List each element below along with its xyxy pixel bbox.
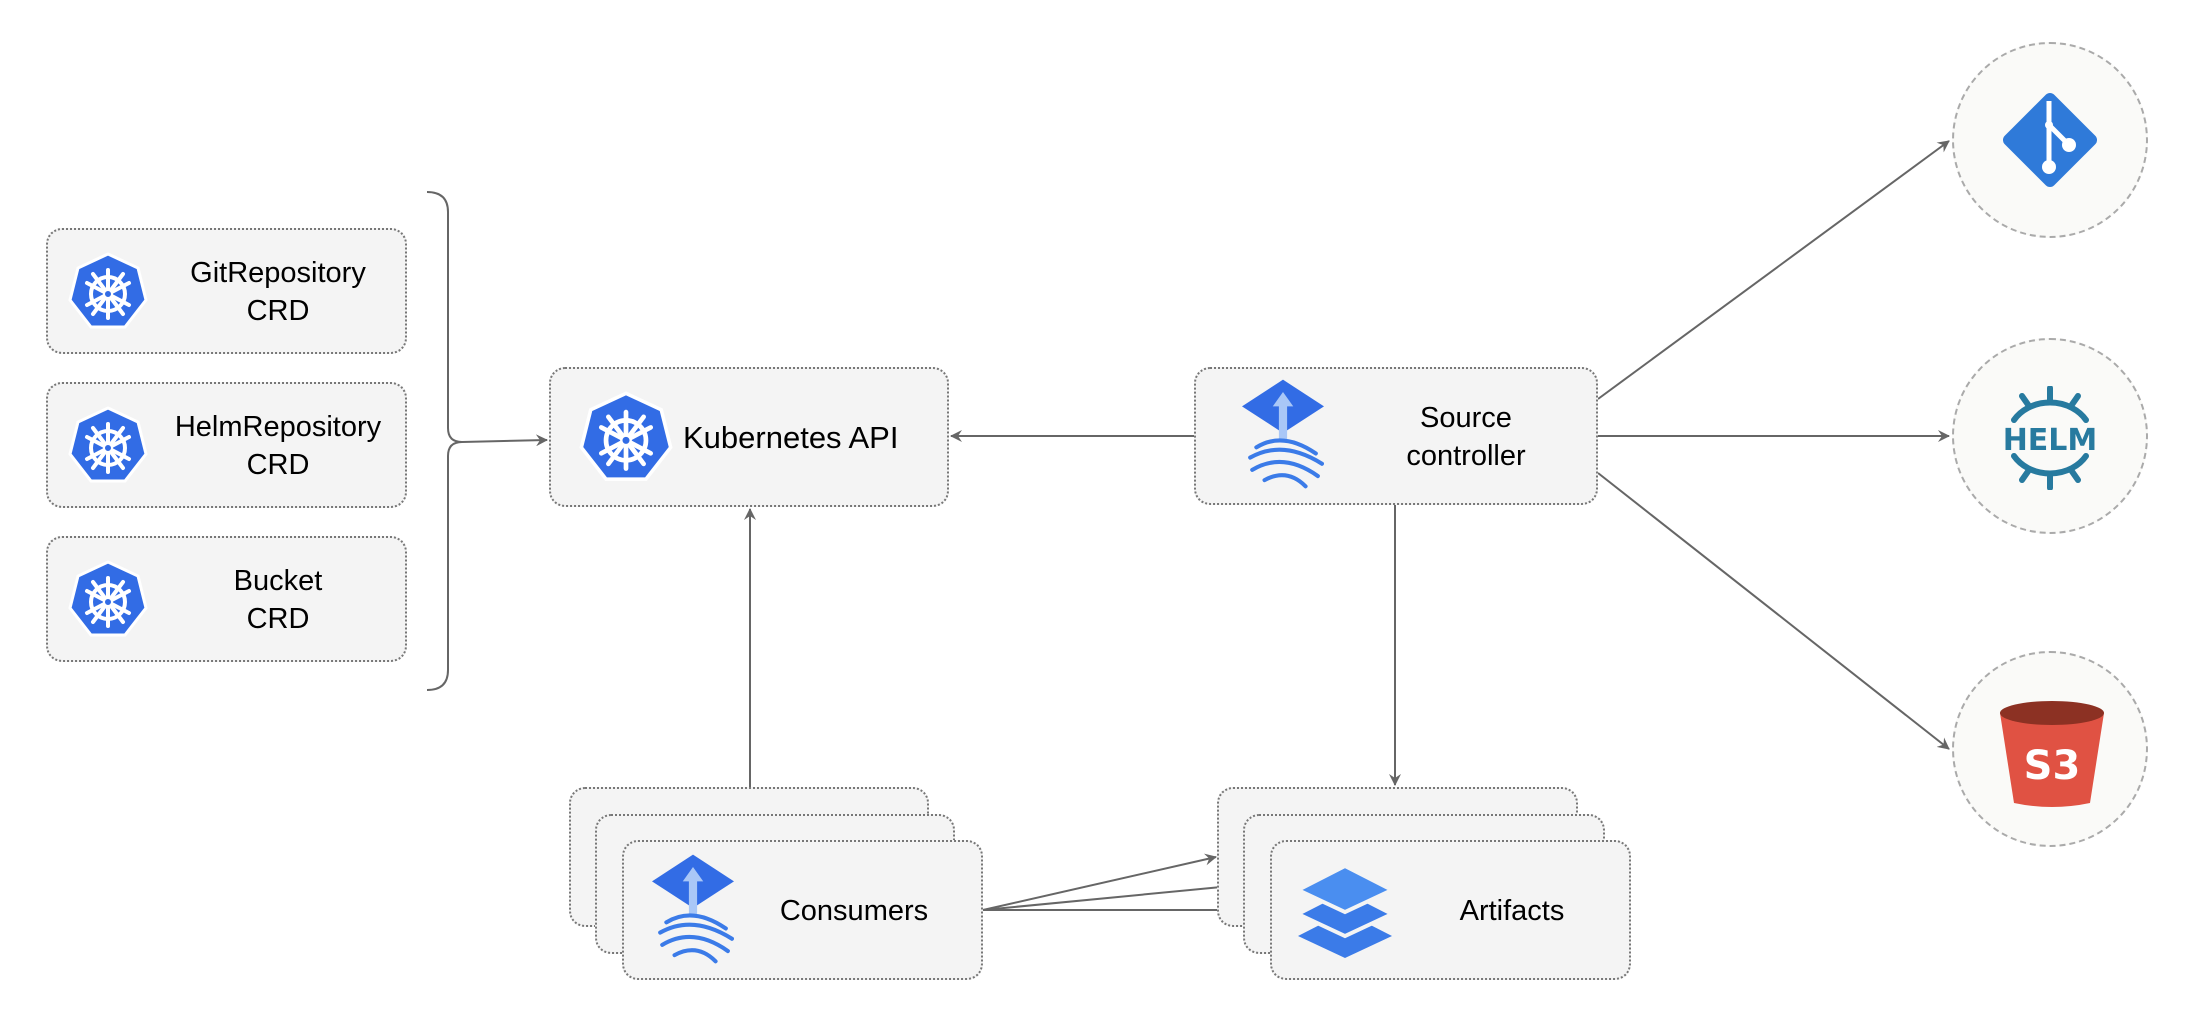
kubernetes-icon: [68, 560, 148, 637]
crd-box-helmrepository: HelmRepository CRD: [46, 382, 407, 508]
arrow-consumers-to-artifact-2: [982, 880, 1243, 911]
helm-icon: HELM: [2003, 386, 2098, 490]
git-source-circle: [1952, 42, 2148, 238]
flux-icon: [1242, 379, 1324, 489]
crd-box-bucket: Bucket CRD: [46, 536, 407, 662]
crd-bracket: [426, 191, 463, 691]
kubernetes-api-box: Kubernetes API: [549, 367, 949, 507]
helm-source-circle: HELM: [1952, 338, 2148, 534]
git-icon: [2002, 92, 2098, 188]
arrow-source-to-git: [1597, 140, 1950, 400]
layers-icon: [1296, 864, 1394, 958]
kubernetes-icon: [68, 406, 148, 483]
arrow-crds-to-api: [461, 434, 548, 447]
crd-label: GitRepository CRD: [190, 257, 366, 327]
s3-logo-text: S3: [2024, 743, 2081, 789]
artifacts-label: Artifacts: [1459, 895, 1565, 927]
consumers-label: Consumers: [779, 895, 929, 927]
source-controller-label: Source controller: [1406, 402, 1526, 472]
artifacts-box: Artifacts: [1270, 840, 1631, 980]
arrow-consumers-to-artifact-1: [982, 853, 1217, 911]
crd-label: Bucket CRD: [233, 565, 323, 635]
kubernetes-icon: [579, 391, 673, 485]
source-controller-box: Source controller: [1194, 367, 1598, 505]
crd-label: HelmRepository CRD: [174, 411, 382, 481]
arrow-source-to-s3: [1597, 472, 1950, 750]
s3-bucket-icon: S3: [2000, 701, 2104, 807]
s3-source-circle: S3: [1952, 651, 2148, 847]
crd-box-gitrepository: GitRepository CRD: [46, 228, 407, 354]
kubernetes-api-label: Kubernetes API: [683, 420, 899, 455]
consumers-box: Consumers: [622, 840, 983, 980]
kubernetes-icon: [68, 252, 148, 329]
flux-icon: [652, 854, 734, 964]
helm-logo-text: HELM: [2003, 423, 2098, 458]
